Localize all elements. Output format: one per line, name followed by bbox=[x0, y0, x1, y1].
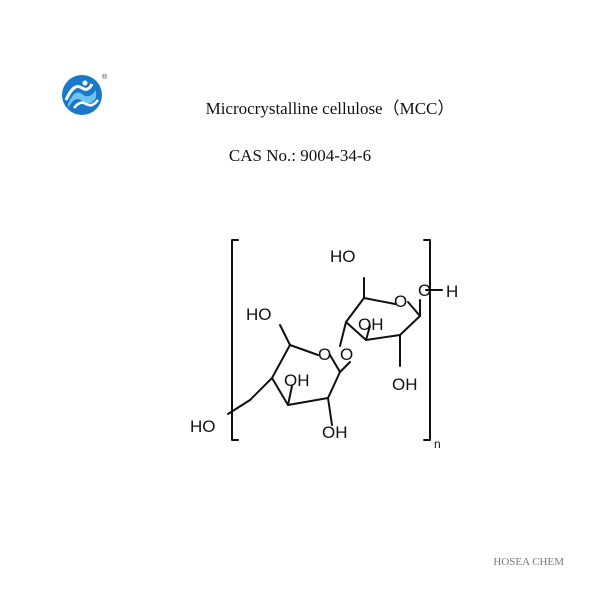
label-h-terminal: H bbox=[446, 282, 458, 301]
label-oh-left-bottom: OH bbox=[322, 423, 348, 442]
cas-number: CAS No.: 9004-34-6 bbox=[228, 146, 372, 165]
label-glycosidic-o: O bbox=[340, 345, 353, 364]
page-title: Microcrystalline cellulose（MCC） bbox=[205, 99, 455, 118]
label-ho-top: HO bbox=[330, 247, 356, 266]
footer-brand: HOSEA CHEM bbox=[493, 556, 564, 568]
hosea-chem-logo-icon: ® bbox=[62, 73, 108, 115]
label-oh-right-ring: OH bbox=[358, 315, 384, 334]
label-oh-right-bottom: OH bbox=[392, 375, 418, 394]
label-ring-o-left: O bbox=[318, 345, 331, 364]
label-oh-left-ring: OH bbox=[284, 371, 310, 390]
company-logo: ® bbox=[60, 70, 110, 120]
right-bracket bbox=[423, 239, 431, 441]
registered-mark: ® bbox=[102, 73, 108, 81]
label-o-terminal: O bbox=[418, 281, 431, 300]
label-ho-left: HO bbox=[190, 417, 216, 436]
left-bracket bbox=[231, 239, 239, 441]
label-n-subscript: n bbox=[434, 437, 441, 451]
cellulose-structure-diagram: HO O H O OH OH HO O O OH HO OH n bbox=[190, 239, 458, 451]
label-ho-left-top: HO bbox=[246, 305, 272, 324]
label-ring-o-right: O bbox=[394, 292, 407, 311]
